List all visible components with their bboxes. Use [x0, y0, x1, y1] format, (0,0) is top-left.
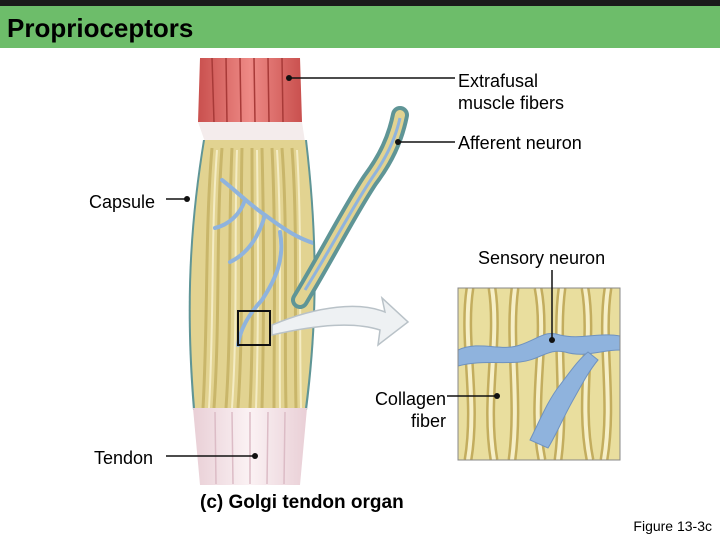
label-collagen-fiber: Collagen fiber [360, 388, 446, 432]
label-collagen-line2: fiber [410, 411, 446, 431]
label-extrafusal-line2: muscle fibers [458, 93, 565, 113]
leader-lines [166, 75, 555, 459]
label-capsule: Capsule [89, 192, 156, 212]
label-extrafusal-muscle-fibers: Extrafusal muscle fibers [458, 70, 564, 114]
capsule-body [188, 140, 316, 410]
zoom-region-box [237, 310, 271, 346]
extrafusal-muscle-fibers [198, 57, 305, 142]
afferent-neuron [291, 106, 409, 309]
zoom-arrow [271, 295, 410, 347]
page-title: Proprioceptors [7, 13, 194, 43]
figure-caption: (c) Golgi tendon organ [200, 492, 404, 513]
tendon [193, 408, 307, 485]
label-extrafusal-line1: Extrafusal [458, 71, 539, 91]
inset-enlargement [457, 287, 621, 461]
title-bar: Proprioceptors [0, 0, 720, 48]
label-tendon: Tendon [94, 448, 154, 468]
label-sensory-neuron: Sensory neuron [478, 248, 606, 268]
figure-reference: Figure 13-3c [633, 518, 712, 534]
label-afferent-neuron: Afferent neuron [458, 133, 582, 153]
label-collagen-line1: Collagen [374, 389, 446, 409]
